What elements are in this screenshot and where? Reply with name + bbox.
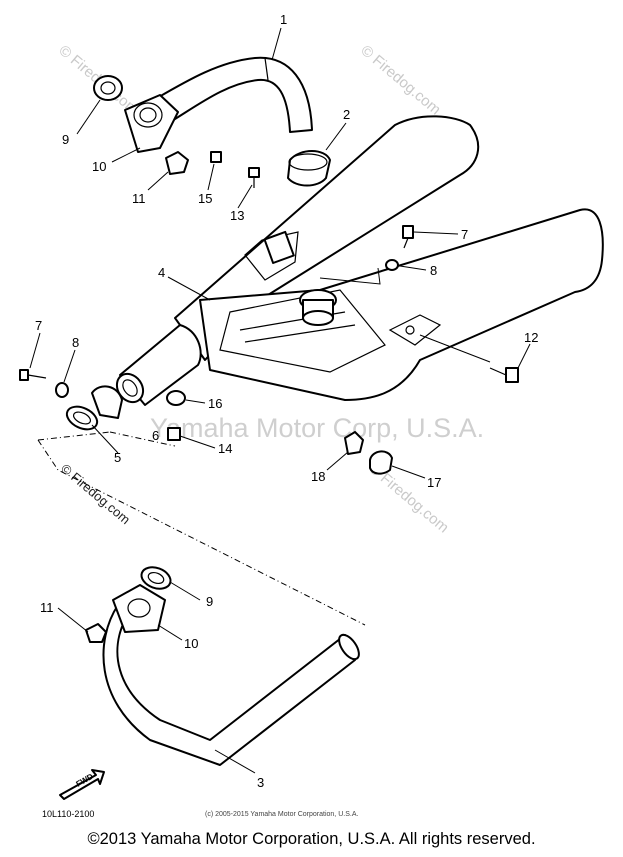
callout-10-lower: 10 <box>184 636 198 651</box>
callout-7-right: 7 <box>461 227 468 242</box>
part-16-grommet <box>166 390 186 406</box>
part-8-washer-left <box>55 382 69 398</box>
part-10-flange-upper <box>124 94 179 153</box>
assembly-boundary <box>37 431 366 626</box>
callout-5: 5 <box>114 450 121 465</box>
part-4-lower-muffler <box>199 208 604 401</box>
part-9-gasket-upper <box>93 75 123 101</box>
callout-2: 2 <box>343 107 350 122</box>
watermark-firedog-2: © Firedog.com <box>357 42 443 118</box>
leader-lines <box>29 27 531 774</box>
muffler-inlet-pipe <box>115 324 202 406</box>
part-1-upper-exhaust-pipe <box>144 56 313 133</box>
callout-17: 17 <box>427 475 441 490</box>
callout-8-left: 8 <box>72 335 79 350</box>
callout-6: 6 <box>152 428 159 443</box>
forward-arrow-icon: FWD <box>59 769 105 800</box>
part-10-flange-lower <box>112 584 166 633</box>
callout-numbers: 1 2 3 4 5 6 7 7 8 8 9 9 10 10 11 11 12 1… <box>35 12 538 790</box>
watermark-yamaha: Yamaha Motor Corp, U.S.A. <box>150 413 484 443</box>
part-12-bolt <box>489 367 519 383</box>
muffler-port-fitting <box>299 289 337 326</box>
callout-3: 3 <box>257 775 264 790</box>
part-18-damper <box>344 431 364 455</box>
drawing-code: 10L110-2100 <box>42 809 94 819</box>
part-17-damper <box>369 450 393 475</box>
part-7-bolt-left <box>19 369 47 381</box>
callout-11-lower: 11 <box>40 600 54 615</box>
callout-1: 1 <box>280 12 287 27</box>
callout-10-upper: 10 <box>92 159 106 174</box>
footer-copyright: ©2013 Yamaha Motor Corporation, U.S.A. A… <box>87 830 536 848</box>
callout-4: 4 <box>158 265 165 280</box>
callout-15: 15 <box>198 191 212 206</box>
callout-12: 12 <box>524 330 538 345</box>
part-5-clamp <box>65 405 99 431</box>
watermark-firedog-dark: © Firedog.com <box>58 461 133 527</box>
callout-18: 18 <box>311 469 325 484</box>
part-7-bolt-right <box>402 225 414 249</box>
small-copyright: (c) 2005-2015 Yamaha Motor Corporation, … <box>205 811 358 818</box>
callout-9-upper: 9 <box>62 132 69 147</box>
part-11-nut-upper <box>165 151 189 175</box>
callout-13: 13 <box>230 208 244 223</box>
part-2-clamp <box>287 150 331 187</box>
callout-16: 16 <box>208 396 222 411</box>
part-15-nut <box>210 151 222 163</box>
part-13-bolt <box>248 167 260 188</box>
part-6-bracket <box>91 385 123 419</box>
callout-8-right: 8 <box>430 263 437 278</box>
callout-14: 14 <box>218 441 232 456</box>
callout-9-lower: 9 <box>206 594 213 609</box>
callout-7-left: 7 <box>35 318 42 333</box>
callout-11-upper: 11 <box>132 191 146 206</box>
part-9-gasket-lower <box>140 566 172 590</box>
part-14-nut <box>167 427 181 441</box>
part-3-lower-exhaust-pipe <box>102 604 360 766</box>
part-11-nut-lower <box>85 623 107 643</box>
part-8-washer-right <box>385 259 399 271</box>
